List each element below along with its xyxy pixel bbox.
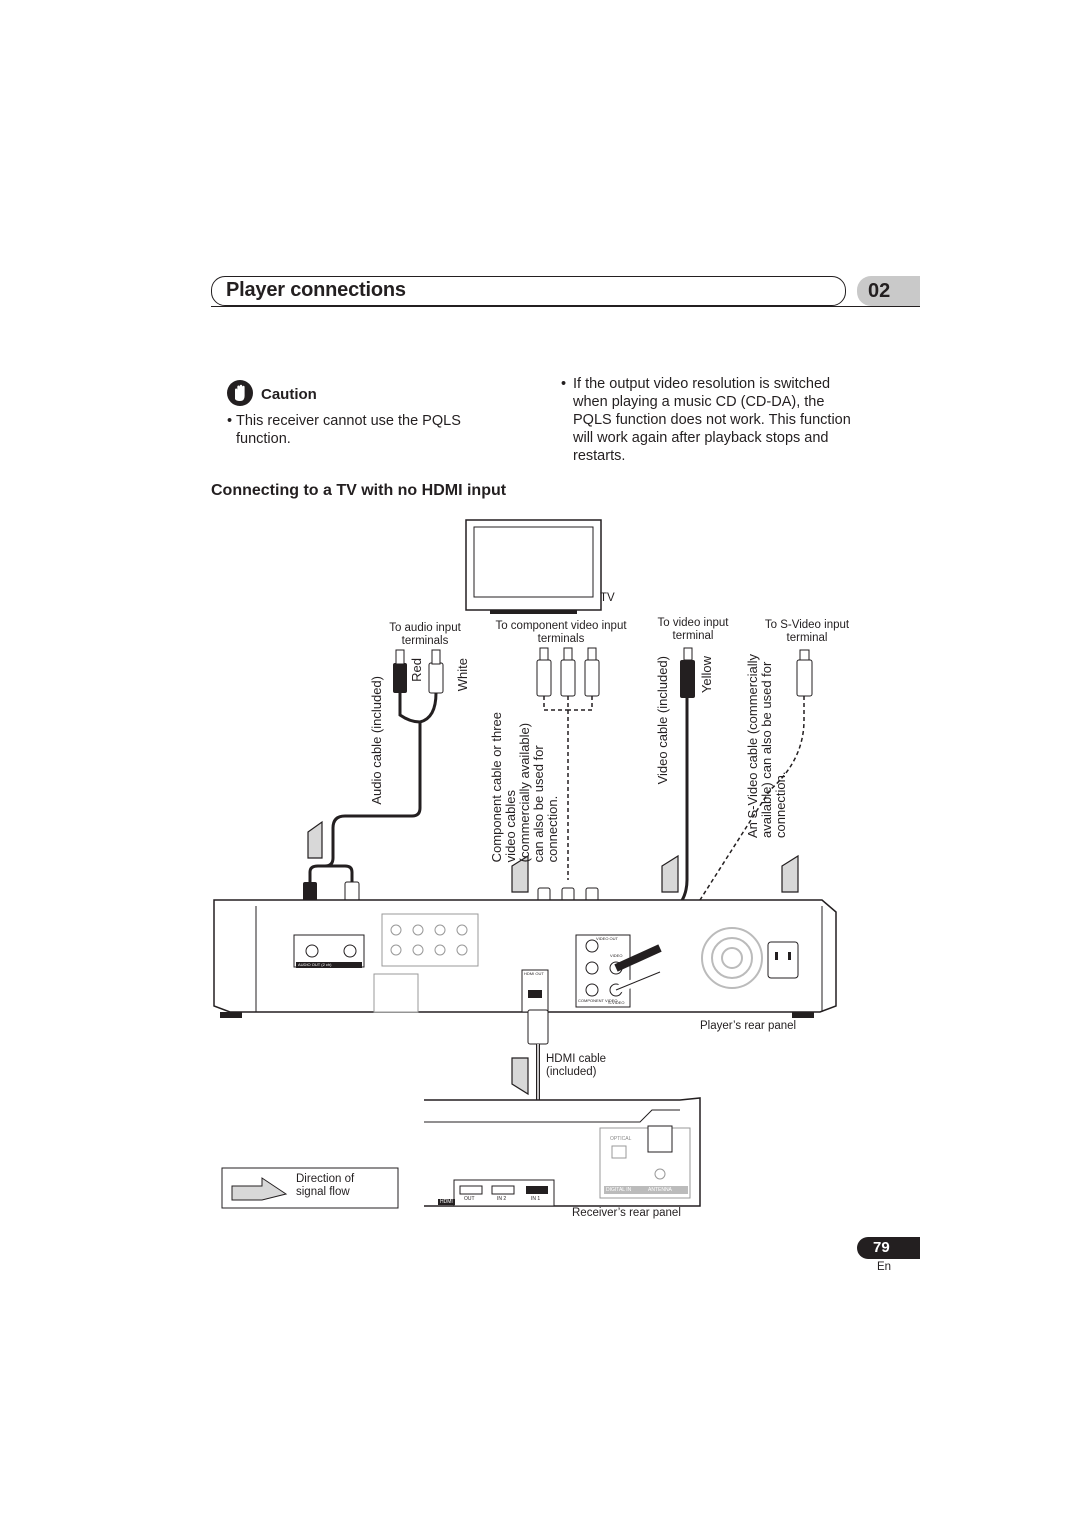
chapter-number: 02	[868, 280, 891, 302]
component-video-label: COMPONENT VIDEO	[578, 998, 618, 1003]
players-rear-label: Player’s rear panel	[700, 1020, 797, 1032]
language-label: En	[877, 1261, 892, 1273]
video-label: VIDEO	[610, 953, 623, 958]
header-rule	[211, 306, 920, 307]
digital-in-label: DIGITAL IN	[606, 1187, 632, 1193]
audio-out-label: AUDIO OUT (2 ch)	[298, 962, 332, 967]
svideo-label: S-VIDEO	[608, 1000, 625, 1005]
yellow-label: Yellow	[699, 656, 714, 694]
svideo-plug	[796, 649, 813, 697]
page-number-tab	[857, 1237, 920, 1259]
tv-illustration	[465, 519, 602, 614]
caution-hand-icon	[227, 380, 253, 406]
caution-label: Caution	[261, 386, 317, 403]
hdmi-out-label: HDMI OUT	[524, 971, 544, 976]
in1-label: IN 1	[531, 1196, 541, 1202]
component-plugs-top	[536, 647, 600, 697]
optical-label: OPTICAL	[610, 1136, 632, 1142]
legend-box	[221, 1167, 399, 1209]
chapter-tab	[857, 276, 920, 306]
out-label: OUT	[464, 1196, 475, 1202]
section-title: Connecting to a TV with no HDMI input	[211, 482, 507, 499]
header-bar	[211, 276, 846, 306]
tv-label: TV	[600, 592, 615, 604]
caution-text-right: If the output video resolution is switch…	[573, 376, 851, 464]
video-out-label: VIDEO OUT	[596, 936, 619, 941]
hdmi-label: HDMI	[438, 1199, 455, 1205]
page-number: 79	[873, 1239, 890, 1256]
audio-plug-red	[393, 649, 407, 693]
audio-plug-white	[428, 649, 444, 694]
bullet-dot: •	[561, 376, 567, 392]
bullet-dot: •	[227, 413, 233, 429]
audio-cable-label: Audio cable (included)	[369, 676, 384, 805]
video-cable-label: Video cable (included)	[655, 656, 670, 785]
receivers-rear-label: Receiver’s rear panel	[572, 1207, 681, 1219]
antenna-label: ANTENNA	[648, 1187, 672, 1193]
page-title: Player connections	[226, 279, 406, 301]
receiver-rear-panel	[424, 1097, 701, 1207]
white-label: White	[455, 658, 470, 692]
in2-label: IN 2	[497, 1196, 507, 1202]
player-rear-panel	[213, 899, 837, 1018]
red-label: Red	[409, 658, 424, 682]
video-plug-yellow	[680, 647, 695, 698]
hdmi-cable-label: HDMI cable(included)	[546, 1053, 607, 1078]
caution-text-left: This receiver cannot use the PQLS functi…	[236, 413, 461, 447]
